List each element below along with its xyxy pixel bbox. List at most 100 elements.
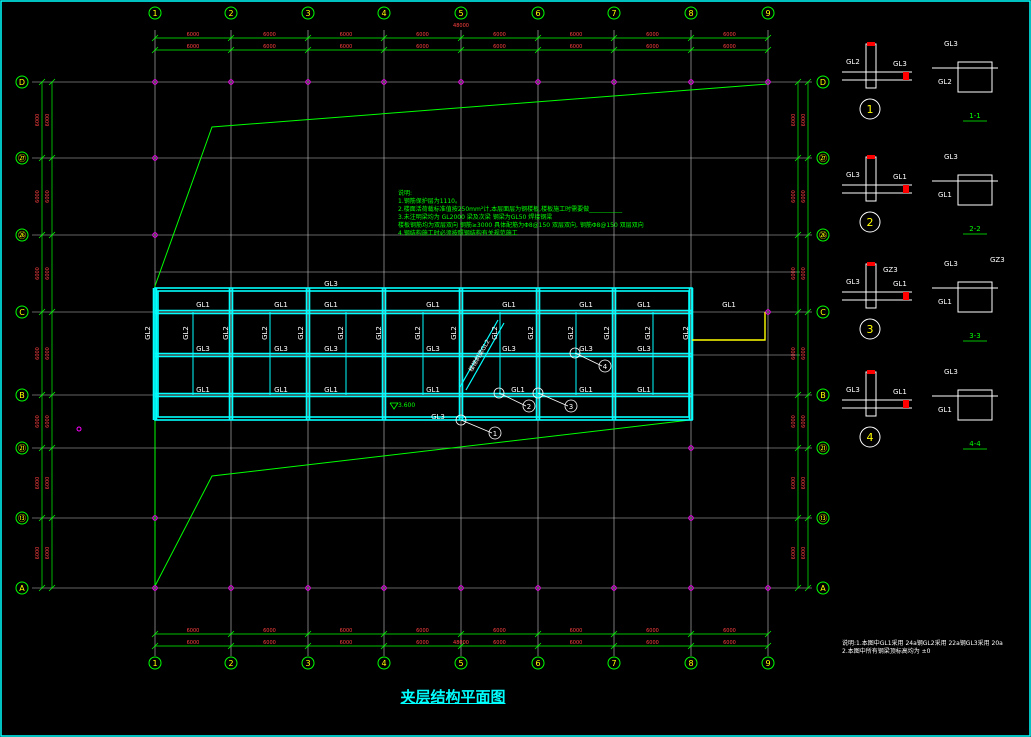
dim-tick — [457, 46, 465, 54]
joint-mark — [458, 79, 464, 85]
dim-text: 6000 — [340, 44, 353, 50]
dim-text: 6000 — [263, 44, 276, 50]
axis-bubble — [148, 6, 162, 20]
detail-callout — [569, 347, 581, 359]
dim-tick — [794, 444, 802, 452]
section-view — [957, 281, 993, 313]
dim-text: 6000 — [416, 628, 429, 634]
section-mark-number: 1 — [867, 103, 874, 116]
detail-callout — [455, 414, 467, 426]
elevation-mark: 3.600 — [398, 402, 415, 409]
beam-label: GL1 — [579, 386, 593, 394]
section-label: GL3 — [944, 40, 958, 48]
dim-tick — [48, 444, 56, 452]
dim-text: 6000 — [570, 628, 583, 634]
axis-label: A — [19, 584, 25, 593]
axis-bubble — [531, 656, 545, 670]
axis-bubble — [377, 656, 391, 670]
axis-label: ㉗ — [819, 154, 827, 163]
dim-text: 6000 — [646, 44, 659, 50]
dim-text-vertical: 6000 — [791, 347, 797, 360]
axis-label: ㉗ — [18, 154, 26, 163]
axis-label: 6 — [535, 659, 540, 668]
section-view — [957, 389, 993, 421]
beam-label: GL3 — [579, 345, 593, 353]
gz-label: GZ3 — [990, 256, 1005, 264]
dim-tick — [687, 642, 695, 650]
note-line: 说明:1.本图中GL1采用 24a钢GL2采用 22a钢GL3采用 20a — [842, 640, 1003, 647]
dim-tick — [151, 630, 159, 638]
axis-bubble — [301, 6, 315, 20]
section-title: 1-1 — [969, 112, 980, 120]
beam-label: GL2 — [527, 326, 535, 340]
detail-callout — [493, 387, 505, 399]
section-mark-circle — [859, 211, 881, 233]
dim-text: 6000 — [570, 44, 583, 50]
axis-label: 1 — [152, 9, 157, 18]
detail-leader — [537, 392, 569, 407]
dim-tick — [48, 78, 56, 86]
detail-weld — [867, 42, 875, 46]
beam-label: GL2 — [337, 326, 345, 340]
detail-ref-circle — [488, 426, 502, 440]
axis-bubble — [15, 441, 29, 455]
dim-tick — [804, 308, 812, 316]
joint-mark — [458, 585, 464, 591]
dim-text-vertical: 6000 — [801, 415, 807, 428]
note-line: 2.本图中所有钢梁顶标高均为 ±0 — [842, 648, 931, 655]
beam-label: GL2 — [261, 326, 269, 340]
detail-callout — [532, 387, 544, 399]
dim-tick — [804, 154, 812, 162]
dim-text: 6000 — [723, 44, 736, 50]
beam-notes: 说明:1.本图中GL1采用 24a钢GL2采用 22a钢GL3采用 20a 2.… — [842, 640, 1003, 656]
dim-tick — [610, 46, 618, 54]
dim-text: 6000 — [263, 640, 276, 646]
axis-label: 6 — [535, 9, 540, 18]
joint-mark — [381, 585, 387, 591]
axis-label: ⑬ — [819, 514, 827, 523]
dim-tick — [804, 78, 812, 86]
dim-text-vertical: 6000 — [35, 347, 41, 360]
dim-text: 6000 — [263, 628, 276, 634]
joint-mark — [688, 445, 694, 451]
axis-label: 7 — [611, 9, 616, 18]
dim-text-vertical: 6000 — [791, 547, 797, 560]
beam-label: GL2 — [491, 326, 499, 340]
drawing-title: 夹层结构平面图 — [400, 688, 506, 706]
detail-leader — [498, 392, 527, 407]
joint-mark — [611, 585, 617, 591]
dim-text-vertical: 6000 — [791, 190, 797, 203]
dim-text-vertical: 6000 — [45, 267, 51, 280]
beam-label: GL3 — [637, 345, 651, 353]
dim-text-vertical: 6000 — [45, 415, 51, 428]
axis-bubble — [15, 151, 29, 165]
dim-text: 6000 — [493, 628, 506, 634]
dim-tick — [48, 514, 56, 522]
beam-label: GL3 — [324, 280, 338, 288]
joint-mark — [535, 585, 541, 591]
section-mark-number: 2 — [867, 216, 874, 229]
detail-ref-number: 3 — [569, 403, 573, 411]
axis-bubble — [531, 6, 545, 20]
axis-bubble — [761, 6, 775, 20]
dimension-lines: 6000 6000 6000 6000 6000 6000 6000 6000 6000 6000… — [35, 23, 812, 650]
axis-label: 8 — [688, 9, 693, 18]
note-line: 1.钢筋保护层为1110。 — [398, 198, 461, 205]
dim-text-vertical: 6000 — [791, 477, 797, 490]
column-joints — [152, 79, 771, 591]
axis-bubble — [15, 388, 29, 402]
beam-label: GL1 — [511, 386, 525, 394]
axis-bubble — [816, 511, 830, 525]
axis-bubble — [816, 388, 830, 402]
dim-tick — [534, 34, 542, 42]
dim-tick — [687, 630, 695, 638]
gz-label: GZ3 — [883, 266, 898, 274]
dim-tick — [380, 642, 388, 650]
beam-label: GL2 — [414, 326, 422, 340]
dim-tick — [764, 630, 772, 638]
joint-mark — [305, 79, 311, 85]
axis-label: 9 — [765, 659, 770, 668]
dim-tick — [227, 46, 235, 54]
